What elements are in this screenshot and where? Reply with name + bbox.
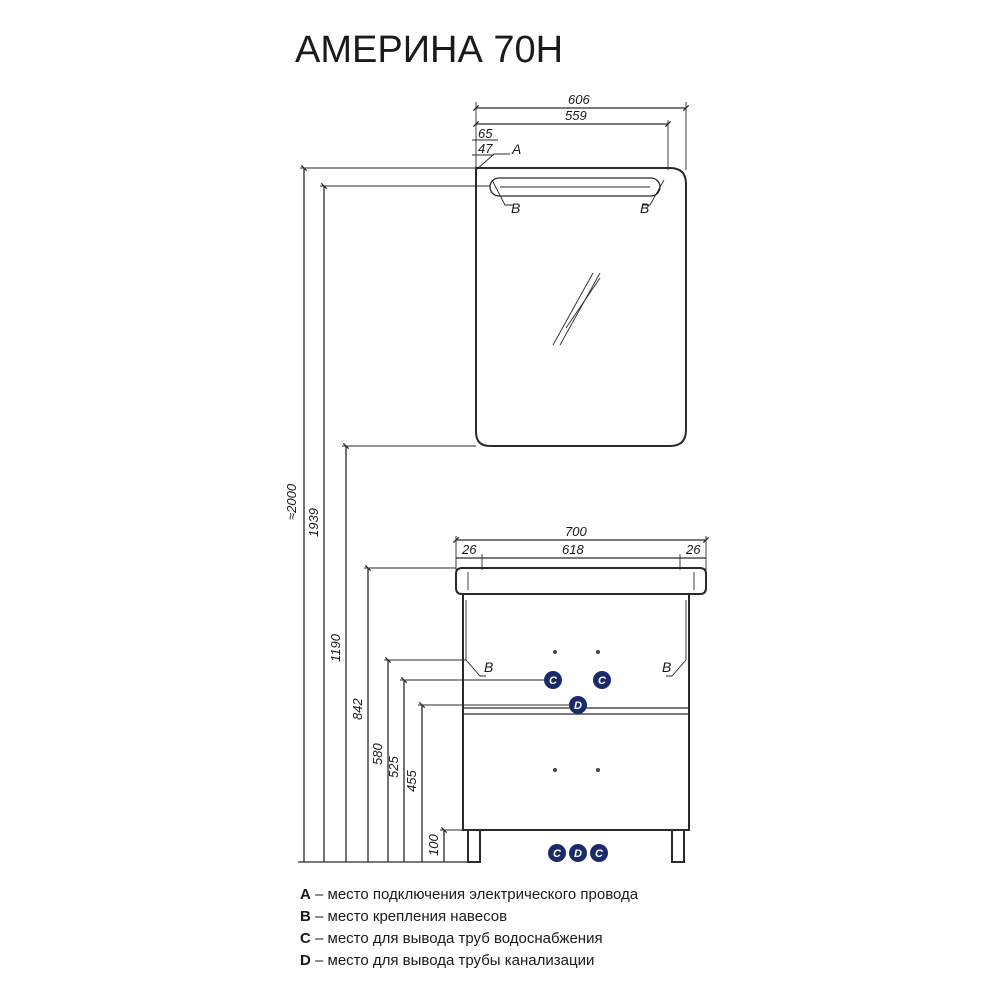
- marker-b-cabinet-right: B: [662, 659, 671, 675]
- marker-c-floor-right: C: [590, 844, 608, 862]
- legend-item-b: B – место крепления навесов: [300, 908, 508, 925]
- dim-cabinet-width: 700: [565, 524, 587, 539]
- svg-text:C: C: [553, 848, 562, 860]
- svg-text:C: C: [595, 848, 604, 860]
- marker-d-floor: D: [569, 844, 587, 862]
- product-title: АМЕРИНА 70Н: [295, 29, 563, 71]
- dim-mirror-65: 65: [478, 126, 493, 141]
- dim-height-1939: 1939: [306, 508, 321, 537]
- marker-b-cabinet-left: B: [484, 659, 493, 675]
- mirror: [475, 167, 687, 447]
- marker-c-right: C: [593, 671, 611, 689]
- svg-text:C: C: [598, 675, 607, 687]
- svg-text:C: C: [549, 675, 558, 687]
- marker-c-left: C: [544, 671, 562, 689]
- dim-height-455: 455: [404, 770, 419, 792]
- dim-height-580: 580: [370, 743, 385, 765]
- svg-text:D: D: [574, 848, 582, 860]
- marker-d-cabinet: D: [569, 696, 587, 714]
- marker-c-floor-left: C: [548, 844, 566, 862]
- legend: A – место подключения электрического про…: [300, 884, 638, 972]
- dim-mirror-47: 47: [478, 141, 493, 156]
- dim-height-total: ≈2000: [284, 483, 299, 520]
- dim-mirror-inner: 559: [565, 108, 587, 123]
- dim-cabinet-left: 26: [461, 542, 477, 557]
- svg-text:D: D: [574, 700, 582, 712]
- dim-cabinet-inner: 618: [562, 542, 584, 557]
- dim-height-1190: 1190: [328, 633, 343, 662]
- legend-item-d: D – место для вывода трубы канализации: [300, 952, 595, 969]
- dim-mirror-width: 606: [568, 92, 590, 107]
- dim-height-525: 525: [386, 756, 401, 778]
- marker-a: A: [511, 141, 521, 157]
- marker-b-mirror-right: B: [640, 200, 649, 216]
- legend-item-a: A – место подключения электрического про…: [300, 886, 639, 903]
- dim-height-100: 100: [426, 834, 441, 856]
- dim-height-842: 842: [350, 698, 365, 720]
- dim-cabinet-right: 26: [685, 542, 701, 557]
- marker-b-mirror-left: B: [511, 200, 520, 216]
- vanity-cabinet: [455, 567, 707, 863]
- legend-item-c: C – место для вывода труб водоснабжения: [300, 930, 603, 947]
